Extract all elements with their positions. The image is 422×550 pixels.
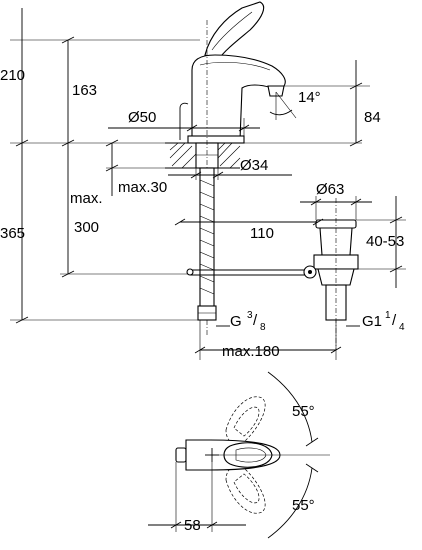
dim-connection-g: G bbox=[230, 313, 242, 330]
angle-dimension bbox=[269, 91, 297, 120]
dim-connection-g1-slash: / bbox=[392, 312, 397, 329]
supply-hoses bbox=[197, 167, 217, 321]
max-reach-dim bbox=[194, 320, 342, 360]
dim-drain-offset: 110 bbox=[250, 225, 274, 242]
dim-base-diameter: Ø50 bbox=[128, 109, 156, 126]
drain-diameter-dim bbox=[300, 196, 372, 220]
dim-max-label: max. bbox=[70, 190, 103, 207]
dim-spout-height: 163 bbox=[72, 82, 97, 99]
lever-length-dim bbox=[148, 462, 246, 532]
deck-section bbox=[165, 142, 241, 169]
dim-connection-g1: G1 bbox=[362, 313, 382, 330]
drain-assembly bbox=[303, 198, 359, 350]
projection-height-dim bbox=[240, 60, 370, 147]
rotation-arcs bbox=[212, 371, 330, 539]
dim-connection-g1-den: 4 bbox=[399, 322, 405, 333]
dim-spout-angle: 14° bbox=[298, 89, 321, 106]
drain-offset-dim bbox=[174, 218, 324, 226]
dim-max-value: 300 bbox=[74, 219, 99, 236]
dim-total-height: 210 bbox=[0, 67, 25, 84]
rod-joint bbox=[186, 268, 194, 276]
dim-max-reach: max.180 bbox=[222, 343, 280, 360]
dim-below-deck: 365 bbox=[0, 225, 25, 242]
faucet-side-view bbox=[179, 1, 286, 144]
dim-max-deck: max.30 bbox=[118, 179, 167, 196]
dim-handle-angle-bottom: 55° bbox=[292, 497, 315, 514]
hole-diameter-dim bbox=[168, 168, 292, 180]
dim-handle-angle-top: 55° bbox=[292, 403, 315, 420]
drain-range-dim bbox=[356, 196, 406, 288]
dim-hole-diameter: Ø34 bbox=[240, 157, 268, 174]
dim-connection-g-num: 3 bbox=[247, 310, 253, 321]
base-diameter-dim bbox=[108, 118, 260, 136]
dim-connection-g-slash: / bbox=[253, 312, 258, 329]
left-dimension-lines bbox=[10, 8, 200, 324]
dim-connection-g1-num: 1 bbox=[385, 310, 391, 321]
dim-projection-height: 84 bbox=[364, 109, 381, 126]
dim-connection-g-den: 8 bbox=[260, 322, 266, 333]
deck-thickness-dim bbox=[105, 139, 165, 196]
dim-drain-diameter: Ø63 bbox=[316, 181, 344, 198]
dim-drain-range: 40-53 bbox=[366, 233, 404, 250]
dim-lever-length: 58 bbox=[184, 517, 201, 534]
